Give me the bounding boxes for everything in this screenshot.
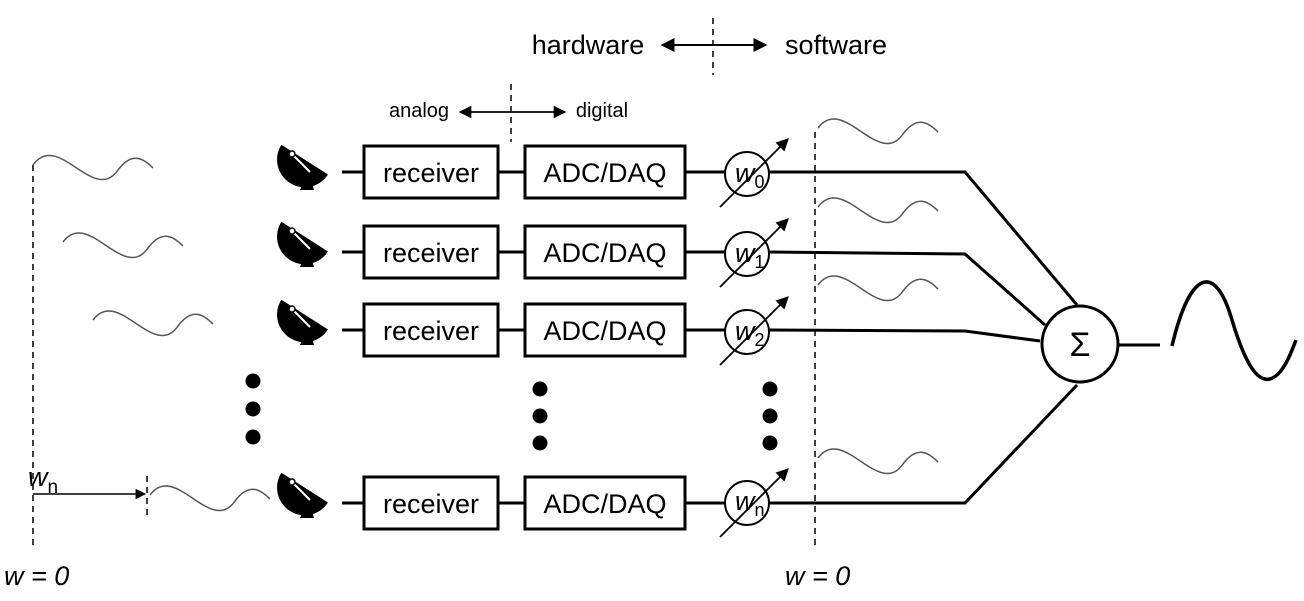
software-label: software [785,30,887,60]
adc-label: ADC/DAQ [543,489,666,519]
channel-row-1: receiver ADC/DAQ w1 [342,218,1046,327]
channel-row-0: receiver ADC/DAQ w0 [342,138,1079,306]
w-n-label: wn [28,462,58,498]
output-sine-wave [1170,280,1298,382]
w-zero-left-label: w = 0 [4,561,69,591]
channel-row-n: receiver ADC/DAQ wn [342,383,1079,538]
incoming-wave-n [149,485,271,512]
receiver-box [362,302,500,358]
receiver-label: receiver [383,316,479,346]
adc-box [523,224,687,280]
dish-antenna-icon [273,137,331,192]
receiver-label: receiver [383,238,479,268]
receiver-label: receiver [383,489,479,519]
aligned-wave-n [817,448,939,475]
digital-label: digital [576,100,628,122]
weight-adjust-arrow [719,218,789,288]
weight-circle [724,309,770,355]
hardware-label: hardware [532,30,645,60]
weight-adjust-arrow [719,296,789,366]
incoming-wave-3 [92,310,214,337]
w-zero-right-label: w = 0 [785,561,850,591]
weight-label: w2 [735,316,765,350]
aligned-wave-1 [817,197,939,224]
weight-label: w1 [735,238,765,272]
adc-label: ADC/DAQ [543,316,666,346]
dish-antenna-icon [273,292,331,347]
weight-adjust-arrow [719,138,789,208]
weight-circle [724,151,770,197]
adc-box [523,475,687,531]
adc-label: ADC/DAQ [543,238,666,268]
dish-antenna-icon [273,214,331,269]
weight-label: w0 [735,158,765,192]
incoming-wave-1 [32,154,154,181]
weight-label: wn [735,486,765,520]
incoming-wave-2 [62,232,184,259]
receiver-box [362,475,500,531]
receiver-label: receiver [383,158,479,188]
weight-circle [724,231,770,277]
summation-symbol: Σ [1069,326,1090,364]
ellipsis-dots [245,373,778,451]
channel-row-2: receiver ADC/DAQ w2 [342,296,1041,366]
aligned-wave-0 [817,118,939,145]
weight-adjust-arrow [719,468,789,538]
analog-label: analog [389,100,449,122]
dish-antenna-icon [273,465,331,520]
aligned-wave-2 [817,275,939,302]
adc-label: ADC/DAQ [543,158,666,188]
